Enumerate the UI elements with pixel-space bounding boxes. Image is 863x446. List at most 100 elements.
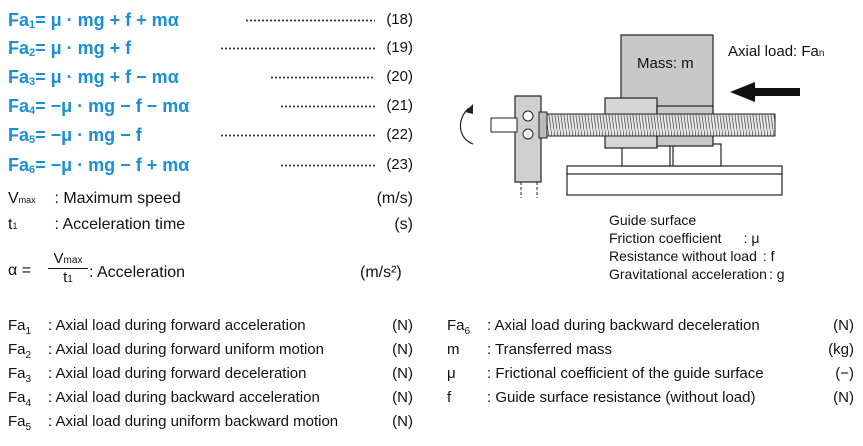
- list-item: Fa3 : Axial load during forward decelerat…: [8, 364, 413, 388]
- vmax-definition: Vmax : Maximum speed (m/s): [8, 189, 413, 210]
- vmax-text: : Maximum speed: [54, 190, 181, 207]
- left-symbol-list: Fa1 : Axial load during forward accelerat…: [8, 316, 413, 436]
- axial-load-label: Axial load: Fan: [728, 43, 825, 60]
- list-item: f : Guide surface resistance (without loa…: [447, 388, 854, 412]
- leader-dots: [280, 164, 375, 167]
- list-description: : Axial load during forward deceleration: [48, 365, 307, 382]
- list-item: Fa2 : Axial load during forward uniform m…: [8, 340, 413, 364]
- bearing-ball-top: [522, 110, 534, 122]
- bearing-collar: [538, 111, 548, 139]
- guide-row-label: Gravitational acceleration: [609, 266, 767, 282]
- t1-symbol: t1: [8, 216, 18, 233]
- list-unit: (N): [392, 317, 413, 334]
- list-symbol: Fa1: [8, 317, 32, 337]
- accel-lhs: α =: [8, 262, 32, 279]
- equation-row: Fa6= −μ · mg − f + mα (23): [8, 153, 413, 177]
- equation-number: (19): [386, 39, 413, 56]
- accel-numerator: Vmax: [48, 250, 88, 269]
- right-symbol-list: Fa6 : Axial load during backward decelera…: [447, 316, 854, 412]
- equation-row: Fa2= μ · mg + f (19): [8, 36, 413, 60]
- list-symbol: f: [447, 389, 452, 406]
- axial-load-arrow-icon: [730, 82, 800, 102]
- list-item: μ : Frictional coefficient of the guide s…: [447, 364, 854, 388]
- leader-dots: [270, 76, 375, 79]
- equation-expression: Fa2= μ · mg + f: [8, 38, 132, 59]
- equation-row: Fa1= μ · mg + f + mα (18): [8, 8, 413, 32]
- guide-row: Friction coefficient : μ: [609, 229, 785, 247]
- list-unit: (kg): [828, 341, 854, 358]
- shaft-end: [490, 117, 518, 133]
- equation-expression: Fa5= −μ · mg − f: [8, 125, 142, 146]
- list-symbol: Fa4: [8, 389, 32, 409]
- t1-unit: (s): [394, 216, 413, 233]
- guide-row-label: Friction coefficient: [609, 230, 722, 246]
- equation-number: (20): [386, 68, 413, 85]
- equation-number: (18): [386, 11, 413, 28]
- guide-row-symbol: : f: [762, 248, 775, 264]
- list-item: Fa1 : Axial load during forward accelerat…: [8, 316, 413, 340]
- list-unit: (N): [392, 341, 413, 358]
- list-symbol: μ: [447, 365, 456, 382]
- list-description: : Axial load during uniform backward mot…: [48, 413, 339, 430]
- accel-denominator: t1: [63, 269, 73, 286]
- guide-row-label: Resistance without load: [609, 248, 757, 264]
- t1-definition: t1 : Acceleration time (s): [8, 215, 413, 236]
- list-symbol: Fa6: [447, 317, 471, 337]
- list-symbol: Fa2: [8, 341, 32, 361]
- list-item: Fa4 : Axial load during backward accelera…: [8, 388, 413, 412]
- list-item: m : Transferred mass (kg): [447, 340, 854, 364]
- t1-text: : Acceleration time: [54, 216, 186, 233]
- guide-row: Gravitational acceleration: g: [609, 265, 785, 283]
- vmax-unit: (m/s): [376, 190, 413, 207]
- equation-number: (22): [386, 126, 413, 143]
- list-description: : Axial load during backward acceleratio…: [48, 389, 320, 406]
- list-description: : Axial load during forward acceleration: [48, 317, 306, 334]
- equation-row: Fa5= −μ · mg − f (22): [8, 123, 413, 147]
- list-description: : Axial load during backward deceleratio…: [487, 317, 760, 334]
- rotation-arrowhead-icon: [465, 104, 473, 114]
- accel-text: : Acceleration: [89, 264, 186, 281]
- list-description: : Transferred mass: [487, 341, 613, 358]
- list-description: : Axial load during forward uniform moti…: [48, 341, 324, 358]
- leader-dots: [220, 134, 375, 137]
- vmax-symbol: Vmax: [8, 190, 36, 207]
- list-unit: (N): [392, 389, 413, 406]
- ball-screw-diagram: [459, 34, 800, 198]
- accel-fraction: Vmax t1: [48, 250, 88, 286]
- list-unit: (N): [833, 317, 854, 334]
- equation-expression: Fa4= −μ · mg − f − mα: [8, 96, 190, 117]
- list-symbol: Fa5: [8, 413, 32, 433]
- leader-dots: [245, 19, 375, 22]
- slide-block-right: [672, 143, 722, 167]
- equation-expression: Fa3= μ · mg + f − mα: [8, 67, 179, 88]
- guide-row: Resistance without load : f: [609, 247, 785, 265]
- accel-unit: (m/s²): [360, 264, 402, 281]
- equation-number: (23): [386, 156, 413, 173]
- equation-number: (21): [386, 97, 413, 114]
- list-unit: (N): [833, 389, 854, 406]
- bearing-ball-bottom: [522, 128, 534, 140]
- list-symbol: Fa3: [8, 365, 32, 385]
- equation-expression: Fa6= −μ · mg − f + mα: [8, 155, 190, 176]
- equation-row: Fa4= −μ · mg − f − mα (21): [8, 94, 413, 118]
- screw-shaft: [544, 113, 776, 137]
- guide-title: Guide surface: [609, 212, 697, 228]
- equation-expression: Fa1= μ · mg + f + mα: [8, 10, 179, 31]
- list-item: Fa6 : Axial load during backward decelera…: [447, 316, 854, 340]
- guide-rail: [566, 165, 783, 175]
- list-unit: (N): [392, 413, 413, 430]
- list-description: : Frictional coefficient of the guide su…: [487, 365, 764, 382]
- list-item: Fa5 : Axial load during uniform backward …: [8, 412, 413, 436]
- list-unit: (−): [835, 365, 854, 382]
- guide-row-symbol: : μ: [743, 230, 760, 246]
- list-symbol: m: [447, 341, 460, 358]
- list-unit: (N): [392, 365, 413, 382]
- base-rail: [566, 172, 783, 196]
- equation-row: Fa3= μ · mg + f − mα (20): [8, 65, 413, 89]
- leader-dots: [280, 105, 375, 108]
- support-bearing: [514, 95, 542, 183]
- mass-label: Mass: m: [637, 55, 694, 72]
- list-description: : Guide surface resistance (without load…: [487, 389, 756, 406]
